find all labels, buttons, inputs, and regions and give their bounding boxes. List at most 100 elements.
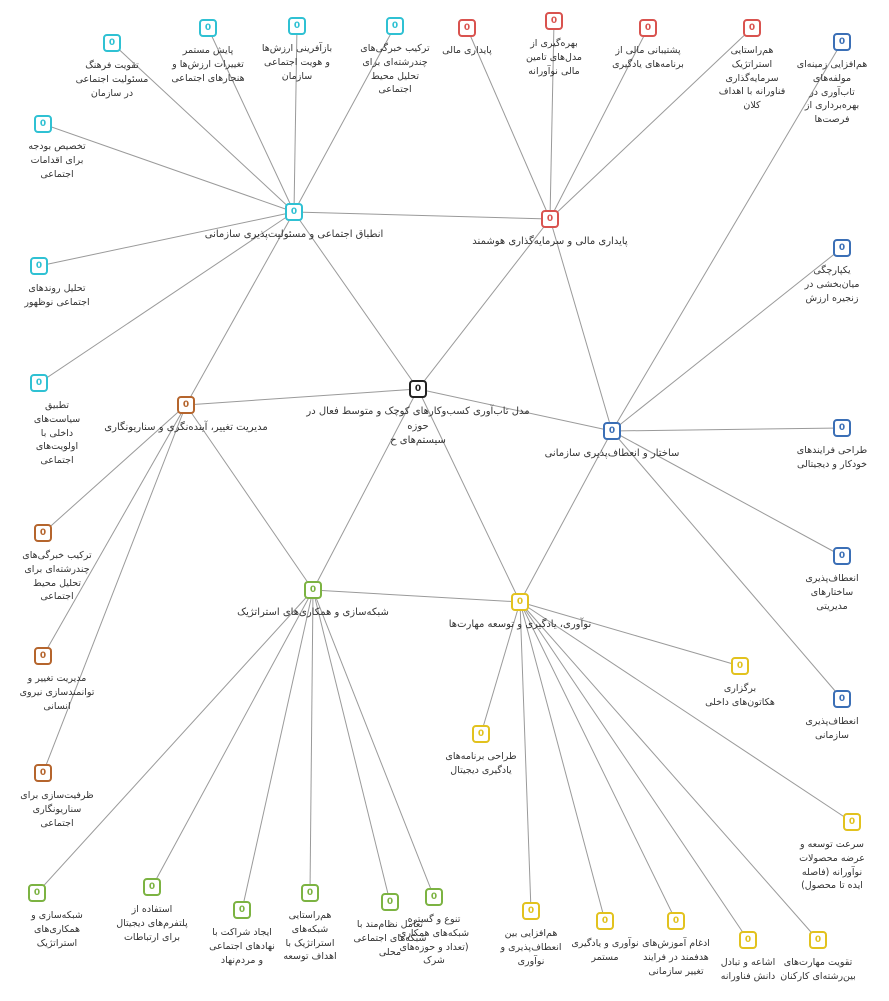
node-label: پایداری مالی (442, 45, 492, 56)
node-label: پایش مستمر تغییرات ارزش‌ها و هنجارهای اج… (171, 45, 245, 84)
node-b2[interactable]: 0 یکپارچگی میان‌بخشی در زنجیره ارزش (777, 239, 887, 305)
node-label: انعطاف‌پذیری ساختارهای مدیریتی (805, 573, 859, 612)
node-icon: 0 (739, 931, 757, 949)
edge-h_change-o2 (42, 404, 187, 657)
edge-layer (36, 20, 853, 941)
node-label: تخصیص بودجه برای اقدامات اجتماعی (28, 141, 86, 180)
edge-h_finance-r3 (549, 27, 649, 220)
node-icon: 0 (386, 17, 404, 35)
edge-h_network-g5 (312, 589, 391, 903)
edge-center-h_structure (417, 388, 613, 432)
node-label: یکپارچگی میان‌بخشی در زنجیره ارزش (804, 265, 860, 304)
node-label: نوآوری و یادگیری مستمر (571, 938, 639, 963)
edge-h_change-o3 (42, 404, 187, 774)
node-label: تنوع و گستره شبکه‌های همکاری (تعداد و حو… (398, 914, 470, 967)
edge-center-h_change (185, 388, 419, 406)
edge-h_innov-y3 (519, 601, 532, 912)
node-icon: 0 (809, 931, 827, 949)
edge-h_structure-b3 (611, 427, 843, 432)
node-label: اشاعه و تبادل دانش فناورانه (720, 957, 776, 982)
node-label: مدیریت تغییر، آینده‌نگری و سناریونگاری (104, 422, 268, 433)
node-icon: 0 (833, 547, 851, 565)
node-icon: 0 (667, 912, 685, 930)
node-r1[interactable]: 0 پایداری مالی (412, 19, 522, 58)
node-icon: 0 (34, 764, 52, 782)
node-icon: 0 (34, 647, 52, 665)
node-o3[interactable]: 0 ظرفیت‌سازی برای سناریونگاری اجتماعی (2, 764, 112, 830)
node-label: هم‌افزایی زمینه‌ای مولفه‌های تاب‌آوری در… (796, 59, 868, 126)
node-icon: 0 (381, 893, 399, 911)
edge-h_finance-r4 (549, 27, 753, 220)
node-label: ایجاد شراکت با نهادهای اجتماعی و مردم‌نه… (209, 927, 275, 966)
node-icon: 0 (288, 17, 306, 35)
node-label: تقویت مهارت‌های بین‌رشته‌ای کارکنان (780, 957, 856, 982)
node-y6[interactable]: 0 اشاعه و تبادل دانش فناورانه (693, 931, 803, 984)
edge-h_innov-y1 (519, 601, 741, 667)
node-label: طراحی برنامه‌های یادگیری دیجیتال (445, 751, 517, 776)
node-icon: 0 (843, 813, 861, 831)
node-icon: 0 (833, 239, 851, 257)
node-icon: 0 (731, 657, 749, 675)
node-label: تطبیق سیاست‌های داخلی با اولویت‌های اجتم… (33, 400, 81, 467)
edge-h_structure-b1 (611, 41, 843, 432)
node-icon: 0 (34, 115, 52, 133)
node-y5[interactable]: 0 ادغام آموزش‌های هدفمند در فرایند تغییر … (621, 912, 731, 978)
node-y7[interactable]: 0 تقویت مهارت‌های بین‌رشته‌ای کارکنان (763, 931, 873, 984)
node-label: بازآفرینی ارزش‌ها و هویت اجتماعی سازمان (261, 43, 333, 82)
edge-h_social-c6 (38, 211, 295, 267)
edge-h_structure-b5 (611, 430, 843, 700)
node-icon: 0 (458, 19, 476, 37)
node-label: نوآوری، یادگیری و توسعه مهارت‌ها (448, 619, 592, 630)
node-label: مدیریت تغییر و توانمندسازی نیروی انسانی (19, 673, 95, 712)
edge-h_finance-h_structure (549, 218, 613, 432)
node-icon: 0 (833, 690, 851, 708)
node-c4[interactable]: 0 بازآفرینی ارزش‌ها و هویت اجتماعی سازمان (242, 17, 352, 83)
node-icon: 0 (177, 396, 195, 414)
edge-center-h_social (293, 211, 419, 390)
node-h_change[interactable]: 0 مدیریت تغییر، آینده‌نگری و سناریونگاری (86, 396, 286, 436)
node-label: هم‌راستایی شبکه‌های استراتژیک با اهداف ت… (283, 910, 337, 963)
node-label: تقویت فرهنگ مسئولیت اجتماعی در سازمان (75, 60, 149, 99)
node-o2[interactable]: 0 مدیریت تغییر و توانمندسازی نیروی انسانی (2, 647, 112, 713)
edge-h_network-h_innov (312, 589, 521, 603)
edge-h_structure-b2 (611, 247, 843, 432)
node-g6[interactable]: 0 تنوع و گستره شبکه‌های همکاری (تعداد و ح… (379, 888, 489, 968)
node-label: هم‌راستایی استراتژیک سرمایه‌گذاری فناورا… (718, 45, 786, 112)
node-label: ظرفیت‌سازی برای سناریونگاری اجتماعی (20, 790, 94, 829)
node-b4[interactable]: 0 انعطاف‌پذیری ساختارهای مدیریتی (777, 547, 887, 613)
edge-h_innov-h_structure (519, 430, 613, 603)
node-label: استفاده از پلتفرم‌های دیجیتال برای ارتبا… (116, 904, 188, 943)
edge-h_social-h_change (185, 211, 295, 406)
node-icon: 0 (285, 203, 303, 221)
node-c1[interactable]: 0 تخصیص بودجه برای اقدامات اجتماعی (2, 115, 112, 181)
node-label: ادغام آموزش‌های هدفمند در فرایند تغییر س… (642, 938, 710, 977)
